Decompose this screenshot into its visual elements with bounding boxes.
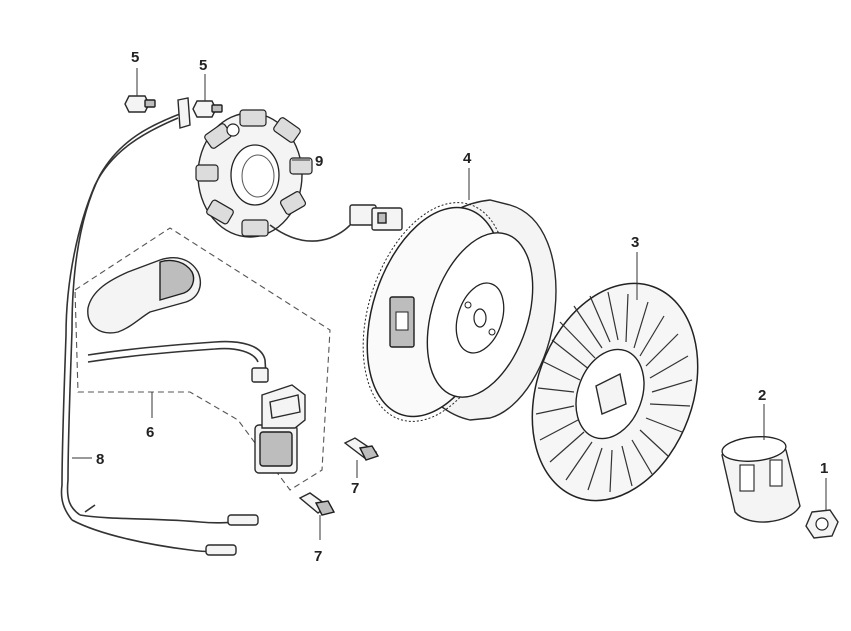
stator-part-9 — [195, 109, 403, 242]
cooling-fan-part-3 — [531, 282, 699, 502]
callout-1: 1 — [820, 460, 828, 477]
leader-lines — [72, 68, 827, 540]
callout-6: 6 — [146, 424, 154, 441]
flywheel-part-4 — [362, 199, 557, 422]
callout-9: 9 — [315, 153, 323, 170]
flange-nut-part-1 — [805, 509, 839, 539]
ignition-coil-assembly-part-6 — [74, 227, 331, 491]
callout-4: 4 — [463, 150, 472, 167]
callout-5-left: 5 — [131, 49, 139, 66]
callout-5-right: 5 — [199, 57, 207, 74]
callout-2: 2 — [758, 387, 766, 404]
callout-3: 3 — [631, 234, 639, 251]
callout-7-lower: 7 — [314, 548, 322, 565]
bolt-part-7-upper — [343, 437, 380, 461]
screw-part-5-left — [124, 95, 156, 113]
callout-8: 8 — [96, 451, 104, 468]
wire-harness-part-8 — [60, 97, 259, 556]
bolt-part-7-lower — [298, 492, 336, 516]
starter-cup-part-2 — [721, 436, 801, 523]
callout-labels: 5 5 9 4 3 2 1 6 8 7 7 — [96, 49, 828, 565]
screw-part-5-right — [192, 100, 223, 118]
callout-7-upper: 7 — [351, 480, 359, 497]
